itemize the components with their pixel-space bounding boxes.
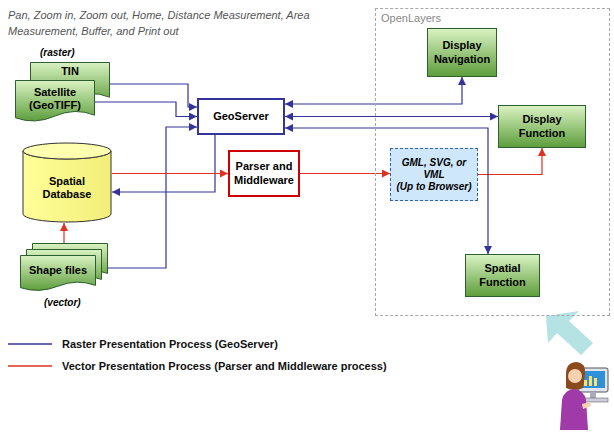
vector-flow-line <box>63 223 64 243</box>
data-type-label: (vector) <box>44 297 104 308</box>
legend-text: Vector Presentation Process (Parser and … <box>62 360 387 372</box>
raster-flow-line <box>108 127 197 268</box>
function-list-note: Pan, Zoom in, Zoom out, Home, Distance M… <box>8 8 318 40</box>
raster-flow-line <box>112 135 215 192</box>
node-content: Spatial Function <box>466 255 539 296</box>
raster-flow-line <box>285 77 462 104</box>
big-arrow <box>546 311 593 355</box>
user-at-computer <box>560 362 608 430</box>
raster-flow-line <box>110 84 197 107</box>
function-box: Display Function <box>498 105 586 148</box>
middleware-box: Parser and Middleware <box>228 150 300 197</box>
node-label: Display Function <box>504 113 580 139</box>
legend-line-sample <box>8 363 52 369</box>
database-cylinder: Spatial Database <box>22 143 112 223</box>
raster-flow-line <box>285 116 498 117</box>
vector-document: Shape files <box>20 255 96 293</box>
raster-document: Satellite (GeoTIFF) <box>15 80 95 124</box>
legend-line-sample <box>8 341 52 347</box>
node-label: Shape files <box>29 264 87 277</box>
raster-flow-line <box>285 128 488 254</box>
node-label: Satellite (GeoTIFF) <box>19 86 91 112</box>
format-box: GML, SVG, or VML(Up to Browser) <box>390 148 478 201</box>
node-content: Display Function <box>499 106 585 147</box>
node-label: Spatial Function <box>471 262 534 288</box>
node-content: Satellite (GeoTIFF) <box>15 80 95 124</box>
node-content: Display Navigation <box>428 29 496 76</box>
vector-flow-line <box>300 173 390 174</box>
node-content: GML, SVG, or VML(Up to Browser) <box>391 149 477 200</box>
node-label: GML, SVG, or VML <box>396 157 472 181</box>
legend-row: Vector Presentation Process (Parser and … <box>8 358 387 374</box>
node-content: Parser and Middleware <box>230 152 298 195</box>
node-content: Spatial Database <box>22 143 112 223</box>
node-label: GeoServer <box>213 110 269 123</box>
function-box: Display Navigation <box>427 28 497 77</box>
node-label: TIN <box>61 65 79 78</box>
data-type-label: (raster) <box>40 47 100 58</box>
function-box: Spatial Function <box>465 254 540 297</box>
node-label: Parser and Middleware <box>234 160 294 186</box>
vector-flow-line <box>112 173 228 174</box>
raster-flow-line <box>95 102 197 117</box>
region-title: OpenLayers <box>381 12 441 25</box>
node-content: Shape files <box>20 255 96 293</box>
server-box: GeoServer <box>197 98 285 135</box>
client-region: OpenLayersDisplay NavigationDisplay Func… <box>375 8 610 316</box>
node-label: (Up to Browser) <box>397 181 472 193</box>
legend-text: Raster Presentation Process (GeoServer) <box>62 338 278 350</box>
node-label: Spatial Database <box>26 175 108 201</box>
node-content: GeoServer <box>199 100 283 133</box>
legend-row: Raster Presentation Process (GeoServer) <box>8 336 278 352</box>
node-label: Display Navigation <box>433 39 491 65</box>
